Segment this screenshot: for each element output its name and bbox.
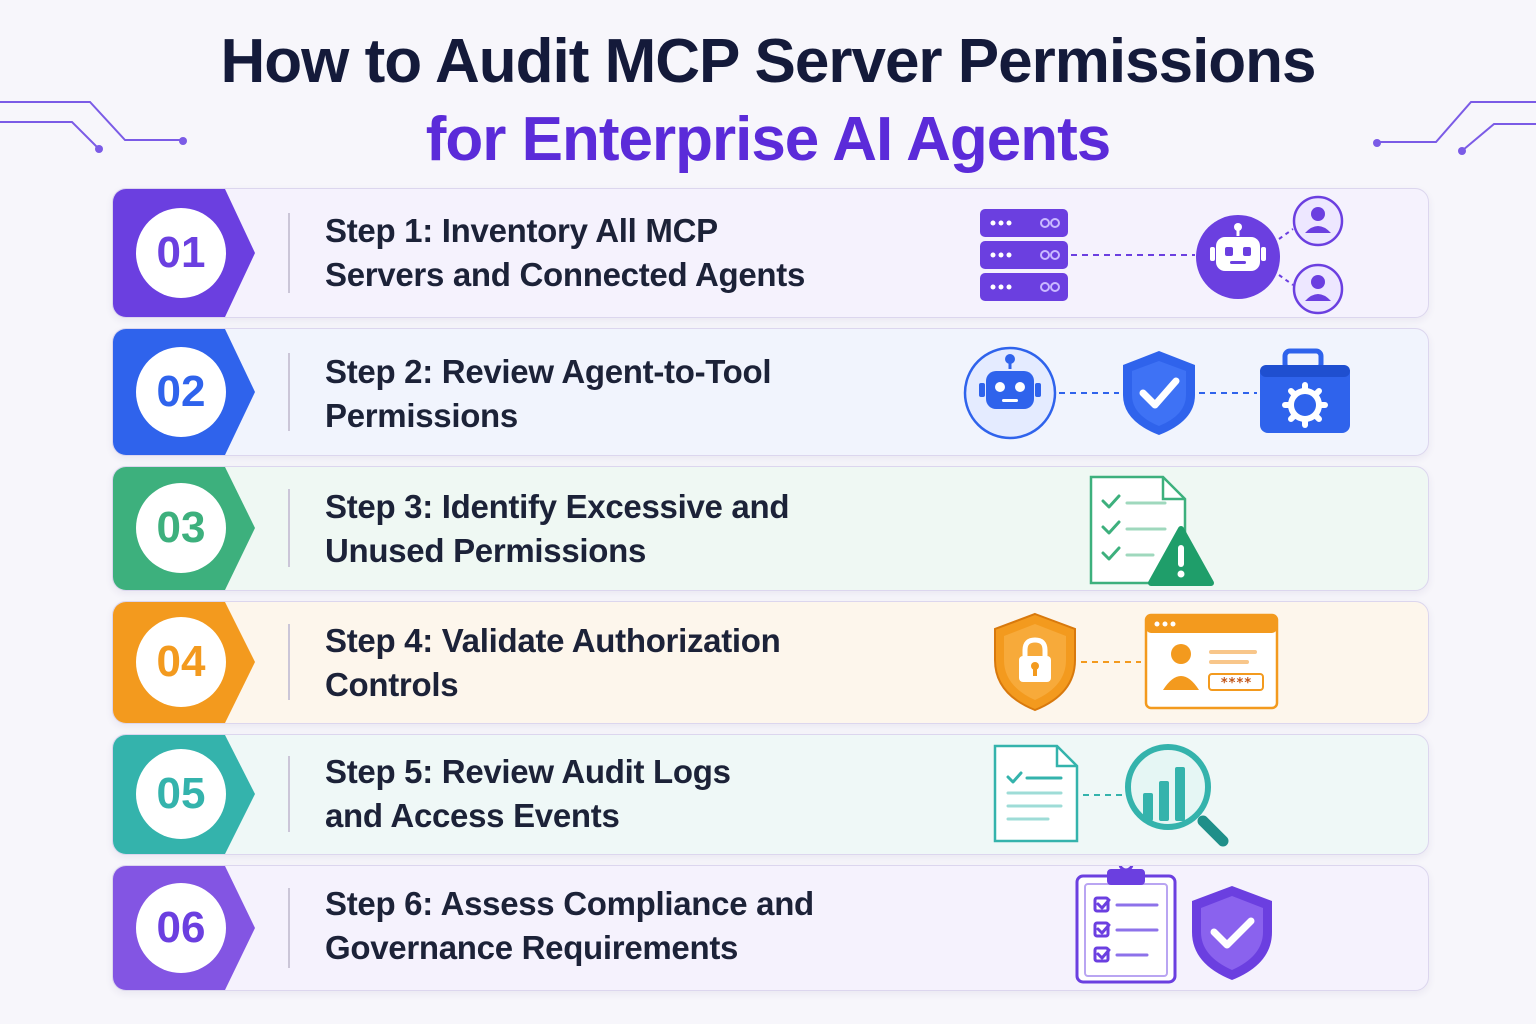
step-number-badge: 01	[136, 208, 226, 298]
step-number-badge: 05	[136, 749, 226, 839]
clipboard-checklist-icon	[1075, 866, 1177, 984]
step-tab-4: 04	[113, 602, 255, 723]
step-number-badge: 06	[136, 883, 226, 973]
step-tab-6: 06	[113, 866, 255, 990]
page-title: How to Audit MCP Server Permissions	[220, 27, 1316, 96]
step-title: Step 4: Validate Authorization Controls	[325, 622, 781, 703]
toolbox-gear-icon	[1260, 348, 1350, 433]
shield-lock-icon	[994, 612, 1076, 712]
step-title: Step 1: Inventory All MCP Servers and Co…	[325, 212, 806, 293]
step-row-2: 02 Step 2: Review Agent-to-Tool Permissi…	[112, 328, 1429, 456]
step-row-3: 03 Step 3: Identify Excessive and Unused…	[112, 466, 1429, 591]
circuit-decoration-right	[1373, 101, 1536, 155]
step-title: Step 2: Review Agent-to-Tool Permissions	[325, 353, 772, 434]
shield-check-icon	[1192, 886, 1272, 980]
shield-check-icon	[1123, 351, 1195, 435]
robot-icon	[963, 346, 1057, 440]
server-stack-icon	[980, 209, 1068, 301]
step-divider	[288, 489, 290, 567]
step-tab-2: 02	[113, 329, 255, 455]
robot-icon	[1196, 215, 1280, 299]
login-window-icon: ****	[1144, 613, 1279, 710]
step-tab-5: 05	[113, 735, 255, 854]
circuit-decoration-left	[0, 101, 187, 153]
step-divider	[288, 624, 290, 700]
page-subtitle: for Enterprise AI Agents	[425, 105, 1112, 174]
step-divider	[288, 756, 290, 832]
step-row-6: 06 Step 6: Assess Compliance and Governa…	[112, 865, 1429, 991]
step-number-badge: 02	[136, 347, 226, 437]
step-divider	[288, 353, 290, 431]
step-title: Step 6: Assess Compliance and Governance…	[325, 885, 814, 966]
step-tab-1: 01	[113, 189, 255, 317]
step-number-badge: 03	[136, 483, 226, 573]
step-number-badge: 04	[136, 617, 226, 707]
step-divider	[288, 888, 290, 968]
magnifier-chart-icon	[1125, 744, 1229, 847]
user-icon	[1292, 195, 1344, 247]
user-icon	[1292, 263, 1344, 315]
step-divider	[288, 213, 290, 293]
step-row-1: 01 Step 1: Inventory All MCP Servers and…	[112, 188, 1429, 318]
step-title: Step 5: Review Audit Logs and Access Eve…	[325, 753, 731, 834]
svg-text:****: ****	[1220, 676, 1251, 691]
log-document-icon	[993, 744, 1079, 843]
step-row-4: 04 Step 4: Validate Authorization Contro…	[112, 601, 1429, 724]
step-title: Step 3: Identify Excessive and Unused Pe…	[325, 488, 790, 569]
step-tab-3: 03	[113, 467, 255, 590]
step-row-5: 05 Step 5: Review Audit Logs and Access …	[112, 734, 1429, 855]
warning-triangle-icon	[1148, 526, 1214, 586]
